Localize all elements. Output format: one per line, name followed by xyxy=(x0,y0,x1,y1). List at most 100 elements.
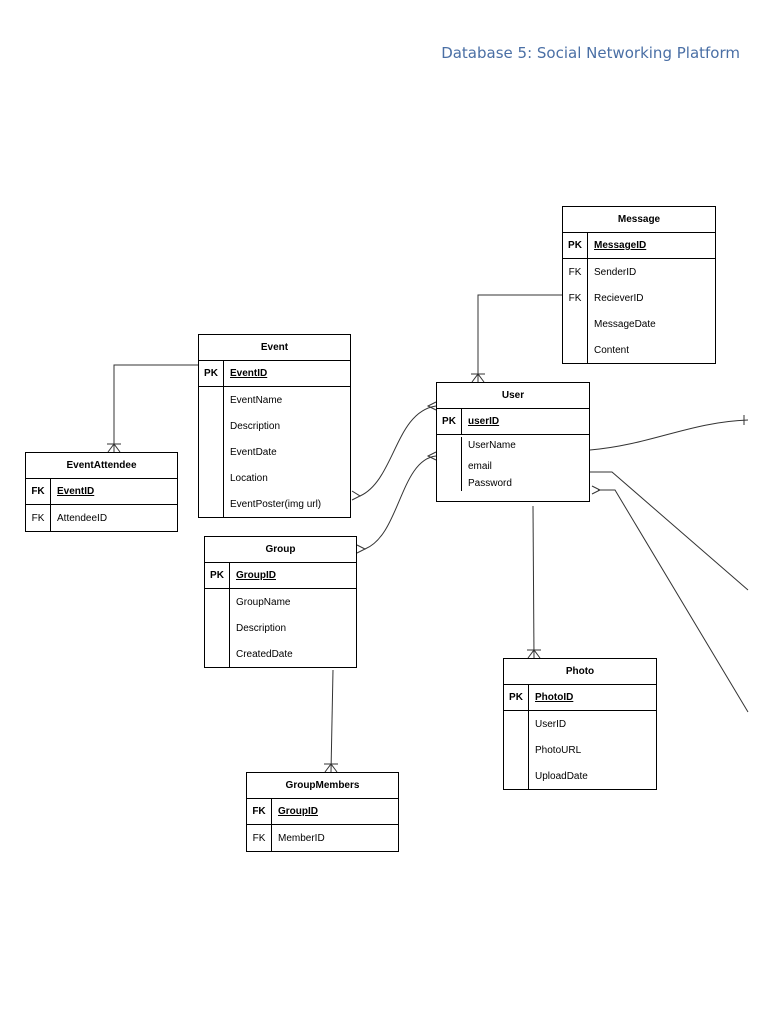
group-members-pk-field: GroupID xyxy=(278,806,318,817)
event-attr-key xyxy=(199,465,223,491)
message-attr-name: Content xyxy=(594,344,630,356)
event-attr-name: EventName xyxy=(230,394,283,406)
event-attendee-attr-key: FK xyxy=(31,512,45,524)
photo-attr-name: PhotoURL xyxy=(535,744,582,756)
event-entity[interactable]: Event PK EventID EventName Description E… xyxy=(198,334,351,518)
message-pk-row: PK MessageID xyxy=(563,233,715,259)
group-pk-row: PK GroupID xyxy=(205,563,356,589)
message-attr-name: RecieverID xyxy=(594,292,644,304)
crowfoot-event-user-a xyxy=(351,490,362,501)
event-attendee-pk-row: FK EventID xyxy=(26,479,177,505)
user-attr-name: UserName xyxy=(468,439,516,451)
event-pk-field: EventID xyxy=(230,368,268,379)
user-attr-key xyxy=(437,453,461,475)
event-title: Event xyxy=(199,335,350,361)
rel-user-offpage-2 xyxy=(590,471,749,591)
photo-attr-key xyxy=(504,711,528,737)
group-members-attr-key: FK xyxy=(252,832,266,844)
message-entity[interactable]: Message PK MessageID FK FK SenderID Reci… xyxy=(562,206,716,364)
message-attr-key xyxy=(563,311,587,337)
rel-group-members xyxy=(330,669,334,773)
message-attr-key xyxy=(563,337,587,363)
group-attr-key xyxy=(205,589,229,615)
event-attr-name: EventDate xyxy=(230,446,277,458)
photo-attr-name: UserID xyxy=(535,718,567,730)
event-attr-name: Location xyxy=(230,472,268,484)
event-attendee-entity[interactable]: EventAttendee FK EventID FK AttendeeID xyxy=(25,452,178,532)
rel-event-attendee xyxy=(113,364,198,452)
event-attendee-attributes: FK AttendeeID xyxy=(26,505,177,531)
message-pk-key: PK xyxy=(563,233,588,258)
event-attendee-pk-field: EventID xyxy=(57,486,95,497)
group-attr-key xyxy=(205,615,229,641)
user-entity[interactable]: User PK userID UserName email Password xyxy=(436,382,590,502)
crowfoot-user-message xyxy=(471,373,485,383)
event-attendee-title: EventAttendee xyxy=(26,453,177,479)
message-attr-name: MessageDate xyxy=(594,318,656,330)
photo-attr-key xyxy=(504,737,528,763)
user-attr-name: email xyxy=(468,460,492,472)
group-members-attributes: FK MemberID xyxy=(247,825,398,851)
group-attr-name: CreatedDate xyxy=(236,648,293,660)
event-attr-name: EventPoster(img url) xyxy=(230,498,322,510)
crowfoot-attendee-event xyxy=(107,443,121,453)
event-attr-key xyxy=(199,387,223,413)
user-attributes: UserName email Password xyxy=(437,435,589,501)
event-attendee-pk-key: FK xyxy=(26,479,51,504)
photo-entity[interactable]: Photo PK PhotoID UserID PhotoURL UploadD… xyxy=(503,658,657,790)
photo-attr-name: UploadDate xyxy=(535,770,588,782)
message-title: Message xyxy=(563,207,715,233)
user-title: User xyxy=(437,383,589,409)
event-attr-key xyxy=(199,413,223,439)
group-members-title: GroupMembers xyxy=(247,773,398,799)
rel-user-offpage-3 xyxy=(598,489,749,713)
group-title: Group xyxy=(205,537,356,563)
group-attr-key xyxy=(205,641,229,667)
crowfoot-group-user-b xyxy=(426,451,437,461)
user-pk-field: userID xyxy=(468,416,500,427)
rel-user-offpage-1 xyxy=(589,419,749,451)
message-attr-name: SenderID xyxy=(594,266,637,278)
group-pk-field: GroupID xyxy=(236,570,276,581)
crowfoot-event-user-b xyxy=(426,401,437,411)
photo-title: Photo xyxy=(504,659,656,685)
photo-pk-row: PK PhotoID xyxy=(504,685,656,711)
event-pk-key: PK xyxy=(199,361,224,386)
group-members-pk-key: FK xyxy=(247,799,272,824)
crowfoot-group-user-a xyxy=(356,544,367,554)
rel-group-user xyxy=(364,455,437,550)
group-members-attr-name: MemberID xyxy=(278,832,325,844)
group-entity[interactable]: Group PK GroupID GroupName Description C… xyxy=(204,536,357,668)
event-pk-row: PK EventID xyxy=(199,361,350,387)
event-attributes: EventName Description EventDate Location… xyxy=(199,387,350,517)
rel-message-user xyxy=(477,294,563,382)
document-title: Database 5: Social Networking Platform xyxy=(441,44,740,62)
event-attr-key xyxy=(199,439,223,465)
user-attr-key xyxy=(437,437,461,453)
message-pk-field: MessageID xyxy=(594,240,647,251)
photo-attributes: UserID PhotoURL UploadDate xyxy=(504,711,656,789)
crowfoot-offpage-3 xyxy=(591,485,602,495)
group-members-pk-row: FK GroupID xyxy=(247,799,398,825)
photo-pk-field: PhotoID xyxy=(535,692,574,703)
event-attr-key xyxy=(199,491,223,517)
crowfoot-photo-user xyxy=(527,649,541,659)
message-attributes: FK FK SenderID RecieverID MessageDate Co… xyxy=(563,259,715,363)
message-attr-key: FK xyxy=(568,292,582,304)
crowfoot-members-group xyxy=(324,763,338,773)
event-attendee-attr-name: AttendeeID xyxy=(57,512,108,524)
group-attributes: GroupName Description CreatedDate xyxy=(205,589,356,667)
group-members-entity[interactable]: GroupMembers FK GroupID FK MemberID xyxy=(246,772,399,852)
user-attr-key xyxy=(437,475,461,491)
group-attr-name: GroupName xyxy=(236,596,291,608)
photo-pk-key: PK xyxy=(504,685,529,710)
user-pk-key: PK xyxy=(437,409,462,434)
rel-user-photo xyxy=(532,505,535,659)
rel-event-user xyxy=(359,405,437,497)
group-pk-key: PK xyxy=(205,563,230,588)
user-pk-row: PK userID xyxy=(437,409,589,435)
user-attr-name: Password xyxy=(468,477,512,489)
group-attr-name: Description xyxy=(236,622,287,634)
message-attr-key: FK xyxy=(568,266,582,278)
